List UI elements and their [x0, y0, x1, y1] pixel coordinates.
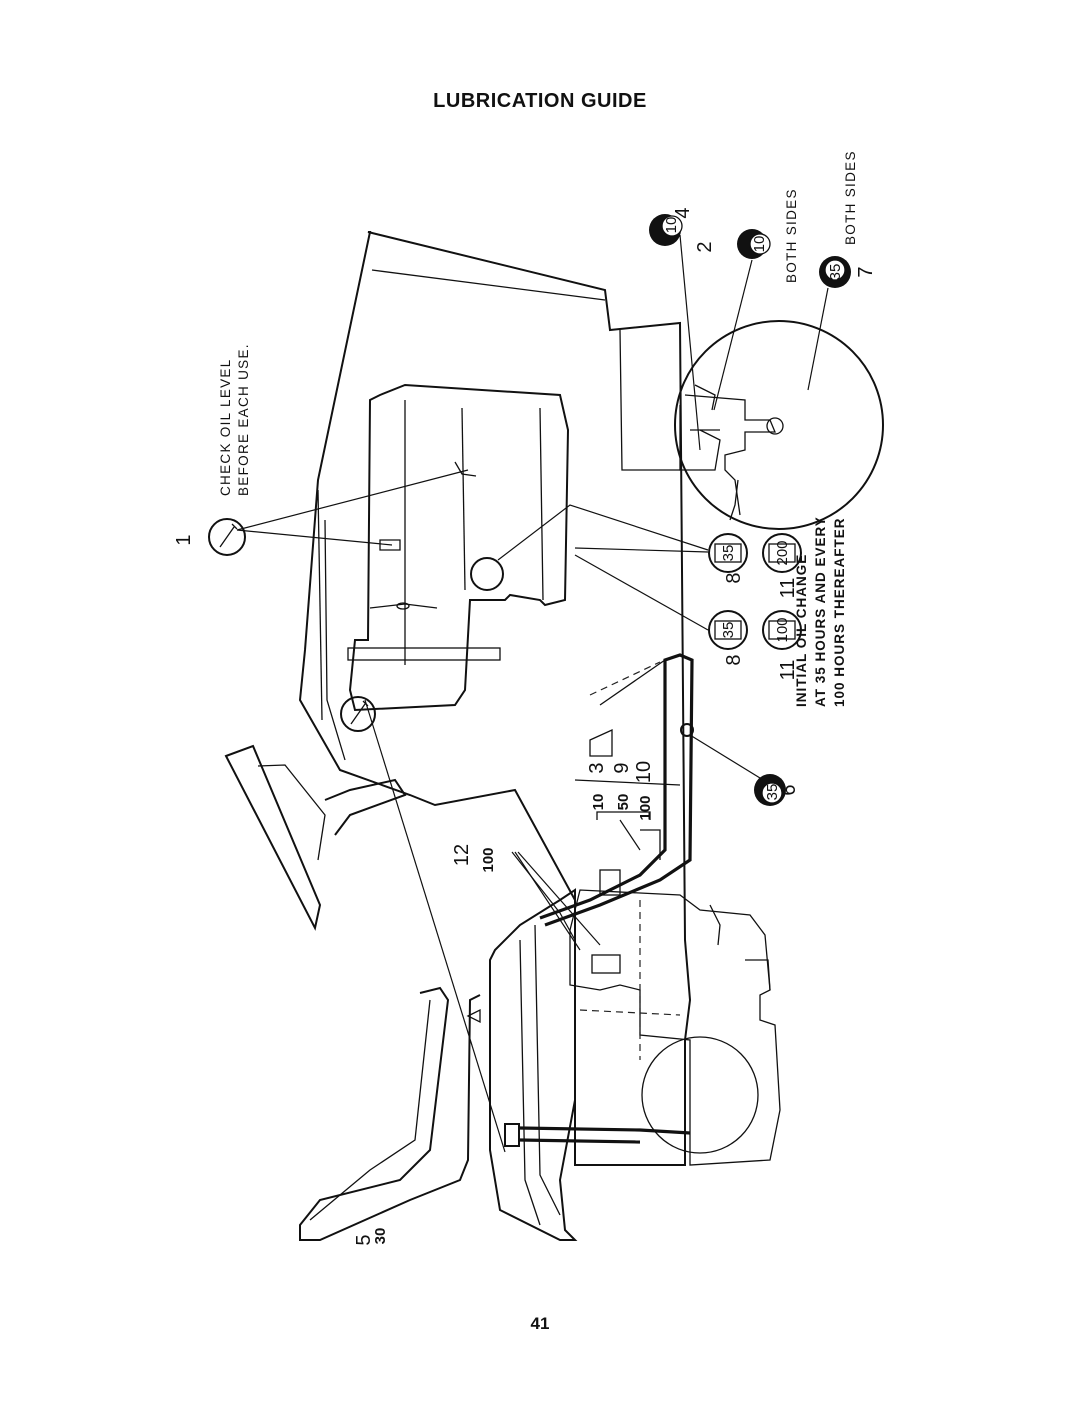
svg-text:100 HOURS THEREAFTER: 100 HOURS THEREAFTER — [832, 517, 847, 707]
interval-35-callout-8-left: 35 — [720, 622, 737, 639]
callout-10: 10 — [633, 761, 655, 783]
callout-2: 2 — [694, 241, 716, 252]
engine-oil-icon — [708, 533, 748, 573]
page-number: 41 — [530, 1314, 550, 1333]
oil-can-icon — [754, 774, 786, 806]
svg-text:11: 11 — [777, 578, 799, 599]
svg-text:12: 12 — [451, 844, 473, 866]
oil-dipstick-icon — [208, 518, 246, 556]
svg-text:6: 6 — [778, 784, 800, 795]
interval-100-callout-12: 100 — [480, 847, 497, 872]
callout-6: 6 — [778, 784, 800, 795]
svg-text:30: 30 — [372, 1228, 389, 1245]
transmission — [569, 869, 781, 1166]
svg-text:CHECK OIL LEVEL: CHECK OIL LEVEL — [218, 358, 233, 496]
svg-text:35: 35 — [764, 784, 781, 801]
svg-text:100: 100 — [774, 617, 791, 642]
interval-30-callout-5: 30 — [372, 1228, 389, 1245]
svg-text:35: 35 — [720, 622, 737, 639]
steering-wheel — [224, 744, 407, 931]
oil-can-icon — [649, 214, 683, 246]
oil-can-icon — [737, 229, 771, 259]
svg-text:5: 5 — [353, 1234, 375, 1245]
initial-oil-change-caption: INITIAL OIL CHANGE AT 35 HOURS AND EVERY… — [794, 516, 847, 707]
callout-11-left: 11 — [777, 660, 799, 681]
both-sides-caption-1: BOTH SIDES — [784, 188, 799, 283]
svg-text:AT 35 HOURS AND EVERY: AT 35 HOURS AND EVERY — [813, 516, 828, 707]
svg-text:10: 10 — [751, 236, 768, 253]
interval-100-callout-11-left: 100 — [774, 617, 791, 642]
svg-text:8: 8 — [723, 572, 745, 583]
svg-text:BOTH SIDES: BOTH SIDES — [843, 150, 858, 245]
interval-bracket — [596, 811, 651, 820]
svg-text:11: 11 — [777, 660, 799, 681]
svg-text:BEFORE EACH USE.: BEFORE EACH USE. — [236, 343, 251, 496]
svg-text:2: 2 — [694, 241, 716, 252]
svg-text:100: 100 — [637, 795, 654, 820]
interval-200-callout-11-right: 200 — [774, 540, 791, 565]
interval-10-callout-3: 10 — [590, 794, 607, 811]
oil-can-icon — [819, 256, 851, 288]
callout-7: 7 — [855, 266, 877, 277]
interval-35-callout-8-right: 35 — [720, 545, 737, 562]
svg-text:10: 10 — [663, 217, 680, 234]
svg-text:35: 35 — [827, 264, 844, 281]
check-oil-caption: CHECK OIL LEVEL BEFORE EACH USE. — [218, 343, 251, 496]
grease-fitting — [680, 723, 694, 737]
svg-text:50: 50 — [615, 794, 632, 811]
callout-8-left: 8 — [723, 654, 745, 665]
leader-lines — [236, 234, 829, 1153]
svg-text:7: 7 — [855, 266, 877, 277]
callout-11-right: 11 — [777, 578, 799, 599]
engine-oil-icon — [762, 610, 802, 650]
svg-text:9: 9 — [611, 762, 633, 773]
svg-text:1: 1 — [173, 534, 195, 545]
svg-text:4: 4 — [672, 207, 694, 218]
svg-text:10: 10 — [590, 794, 607, 811]
page-title: LUBRICATION GUIDE — [433, 90, 647, 112]
callout-4: 4 — [672, 207, 694, 218]
engine — [347, 383, 570, 712]
interval-35-callout-7: 35 — [827, 264, 844, 281]
svg-text:100: 100 — [480, 847, 497, 872]
svg-text:200: 200 — [774, 540, 791, 565]
interval-10-callout-4: 10 — [663, 217, 680, 234]
engine-oil-icon — [708, 610, 748, 650]
detail-magnifier — [674, 320, 884, 530]
both-sides-caption-2: BOTH SIDES — [843, 150, 858, 245]
interval-50-callout-9: 50 — [615, 794, 632, 811]
callout-9: 9 — [611, 762, 633, 773]
svg-text:8: 8 — [723, 654, 745, 665]
fender-and-seat — [299, 888, 578, 1241]
callout-1: 1 — [173, 534, 195, 545]
callout-5: 5 — [353, 1234, 375, 1245]
svg-text:10: 10 — [633, 761, 655, 783]
interval-100-callout-10: 100 — [637, 795, 654, 820]
svg-text:BOTH SIDES: BOTH SIDES — [784, 188, 799, 283]
engine-oil-icon — [762, 533, 802, 573]
callout-12: 12 — [451, 844, 473, 866]
brake-rod — [504, 1123, 691, 1147]
svg-text:35: 35 — [720, 545, 737, 562]
callout-3: 3 — [586, 762, 608, 773]
interval-35-callout-6: 35 — [764, 784, 781, 801]
interval-10-callout-2: 10 — [751, 236, 768, 253]
callout-8-right: 8 — [723, 572, 745, 583]
shift-rod — [539, 653, 694, 927]
tractor-hood — [298, 231, 692, 1166]
svg-text:3: 3 — [586, 762, 608, 773]
svg-text:INITIAL OIL CHANGE: INITIAL OIL CHANGE — [794, 554, 809, 707]
